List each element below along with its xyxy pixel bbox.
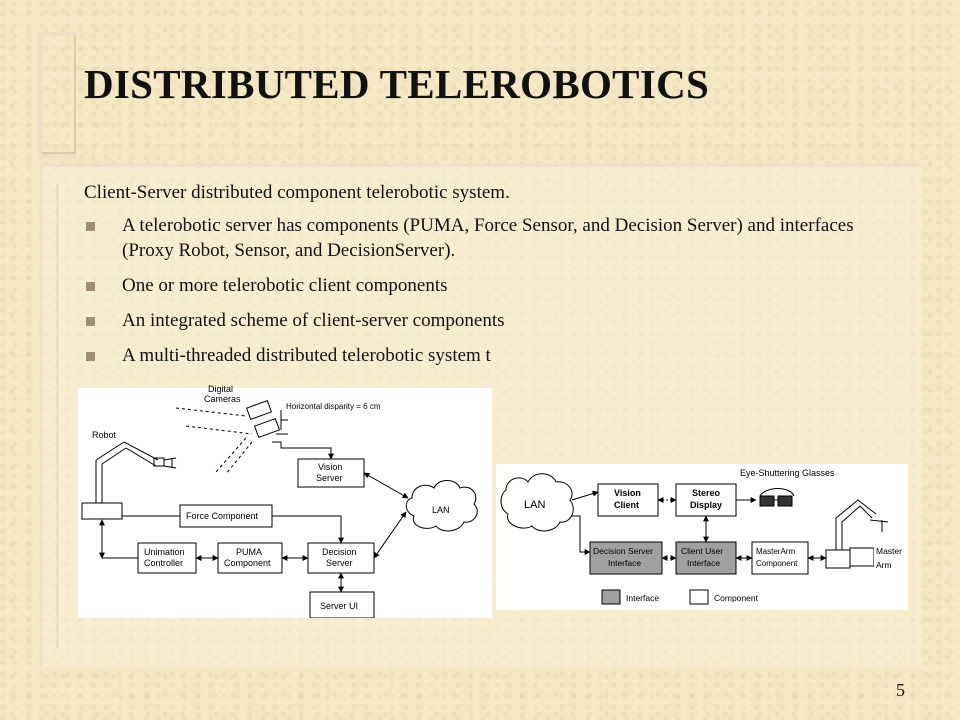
master-arm-label: Arm	[876, 560, 892, 570]
stereo-display-label: Display	[690, 500, 722, 510]
force-component-label: Force Component	[186, 511, 259, 521]
title-decoration	[38, 32, 76, 158]
puma-component-label: Component	[224, 558, 271, 568]
bullet-list: A telerobotic server has components (PUM…	[84, 213, 904, 368]
unimation-controller-box	[137, 542, 197, 574]
bullet-square-icon	[86, 352, 95, 361]
vision-client-box	[597, 483, 659, 517]
bullet-item: An integrated scheme of client-server co…	[84, 308, 904, 333]
lan-label-left: LAN	[432, 505, 450, 515]
robot-label: Robot	[92, 430, 117, 440]
camera-icon	[175, 399, 288, 475]
vision-server-label: Vision	[318, 462, 342, 472]
telerobotics-diagram: Digital Cameras Horizontal disparity = 6…	[78, 384, 908, 618]
bullet-square-icon	[86, 282, 95, 291]
lan-label-right: LAN	[524, 499, 545, 511]
legend-component-label: Component	[714, 593, 759, 603]
stereo-display-box	[675, 483, 737, 517]
lead-text: Client-Server distributed component tele…	[84, 182, 510, 203]
decision-server-interface-box	[589, 541, 663, 575]
vision-client-label: Vision	[614, 488, 641, 498]
bullet-square-icon	[86, 222, 95, 231]
page-number: 5	[896, 680, 905, 700]
decision-server-label: Server	[326, 558, 353, 568]
vision-client-label: Client	[614, 500, 639, 510]
legend-interface-label: Interface	[626, 593, 659, 603]
masterarm-component-label: MasterArm	[756, 547, 795, 556]
slide-body: Client-Server distributed component tele…	[84, 180, 904, 378]
eye-glasses-label: Eye-Shuttering Glasses	[740, 468, 835, 478]
masterarm-component-label: Component	[756, 559, 798, 568]
bullet-square-icon	[86, 317, 95, 326]
client-user-interface-label: Client User	[681, 546, 723, 556]
lan-cloud-left	[405, 480, 478, 532]
lan-cloud-right	[500, 473, 574, 532]
stereo-display-label: Stereo	[692, 488, 721, 498]
decision-server-interface-label: Decision Server	[593, 546, 653, 556]
bullet-item: One or more telerobotic client component…	[84, 273, 904, 298]
slide-title: DISTRIBUTED TELEROBOTICS	[84, 61, 710, 107]
decision-server-label: Decision	[322, 547, 357, 557]
legend-interface-swatch	[601, 589, 621, 605]
bullet-text: An integrated scheme of client-server co…	[122, 310, 505, 331]
bullet-text: A telerobotic server has components (PUM…	[122, 215, 854, 261]
bullet-item: A telerobotic server has components (PUM…	[84, 213, 904, 263]
client-user-interface-label: Interface	[687, 558, 720, 568]
master-arm-base-box	[825, 549, 851, 569]
server-ui-box	[309, 591, 375, 618]
decision-server-interface-label: Interface	[608, 558, 641, 568]
bullet-text: A multi-threaded distributed telerobotic…	[122, 345, 491, 366]
digital-cameras-label: Cameras	[204, 394, 241, 404]
masterarm-component-box	[751, 541, 809, 575]
bullet-text: One or more telerobotic client component…	[122, 275, 448, 296]
bullet-item: A multi-threaded distributed telerobotic…	[84, 343, 904, 368]
master-arm-label-bg	[874, 542, 902, 574]
digital-cameras-label: Digital	[208, 384, 233, 394]
disparity-label: Horizontal disparity = 6 cm	[286, 402, 381, 411]
puma-component-label: PUMA	[236, 547, 262, 557]
unimation-controller-label: Unimation	[144, 547, 185, 557]
glasses-icon	[759, 488, 795, 507]
content-decoration	[56, 184, 75, 648]
robot-arm-icon	[81, 441, 177, 520]
server-ui-label: Server UI	[320, 601, 358, 611]
vision-server-label: Server	[316, 473, 343, 483]
master-arm-label: Master	[876, 546, 902, 556]
legend-component-swatch	[689, 589, 709, 605]
digital-cameras: Digital Cameras Horizontal disparity = 6…	[175, 384, 381, 475]
unimation-controller-label: Controller	[144, 558, 183, 568]
